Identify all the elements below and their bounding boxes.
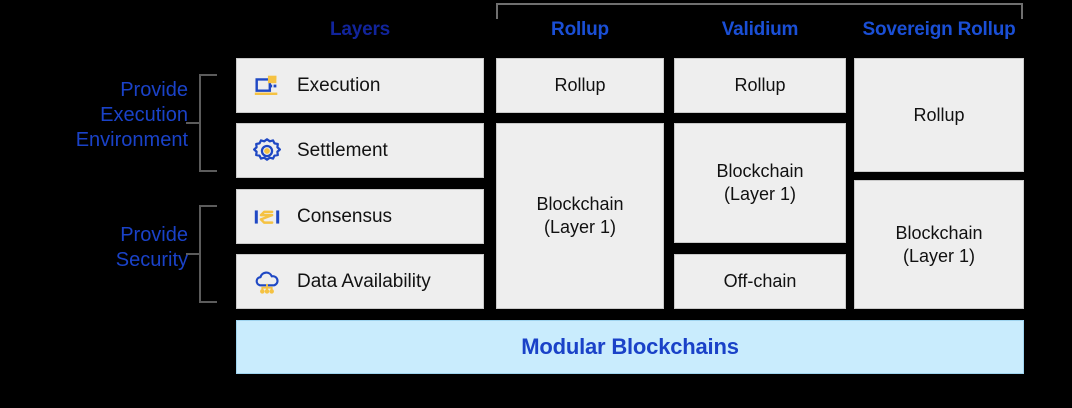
- layer-box-consensus[interactable]: Consensus: [236, 189, 484, 244]
- layer-label: Settlement: [297, 140, 388, 161]
- gear-settlement-icon: [251, 135, 283, 167]
- top-bracket: [496, 3, 1023, 19]
- group-label-execution-environment: Provide Execution Environment: [75, 79, 188, 151]
- column-header-layers: Layers: [329, 19, 391, 40]
- column-header-sovereign-rollup: Sovereign Rollup: [862, 19, 1016, 40]
- layer-label: Data Availability: [297, 271, 431, 292]
- validium-cell-rollup[interactable]: Rollup: [674, 58, 846, 113]
- validium-cell-blockchain[interactable]: Blockchain (Layer 1): [674, 123, 846, 243]
- laptop-execution-icon: [251, 70, 283, 102]
- rollup-cell-blockchain[interactable]: Blockchain (Layer 1): [496, 123, 664, 309]
- column-header-rollup: Rollup: [551, 19, 609, 40]
- layer-box-execution[interactable]: Execution: [236, 58, 484, 113]
- bracket-security: [199, 205, 217, 303]
- cloud-data-availability-icon: [251, 266, 283, 298]
- modular-blockchains-bar[interactable]: Modular Blockchains: [236, 320, 1024, 374]
- column-header-validium: Validium: [721, 19, 799, 40]
- layer-box-settlement[interactable]: Settlement: [236, 123, 484, 178]
- group-label-security: Provide Security: [115, 224, 188, 271]
- sovereign-cell-rollup[interactable]: Rollup: [854, 58, 1024, 172]
- layer-box-data-availability[interactable]: Data Availability: [236, 254, 484, 309]
- layer-label: Execution: [297, 75, 381, 96]
- layer-label: Consensus: [297, 206, 393, 227]
- validium-cell-offchain[interactable]: Off-chain: [674, 254, 846, 309]
- sovereign-cell-blockchain[interactable]: Blockchain (Layer 1): [854, 180, 1024, 309]
- rollup-cell-rollup[interactable]: Rollup: [496, 58, 664, 113]
- bracket-execution-environment: [199, 74, 217, 172]
- bracket-stem-security: [186, 253, 200, 255]
- consensus-icon: [251, 201, 283, 233]
- bracket-stem-execution-environment: [186, 122, 200, 124]
